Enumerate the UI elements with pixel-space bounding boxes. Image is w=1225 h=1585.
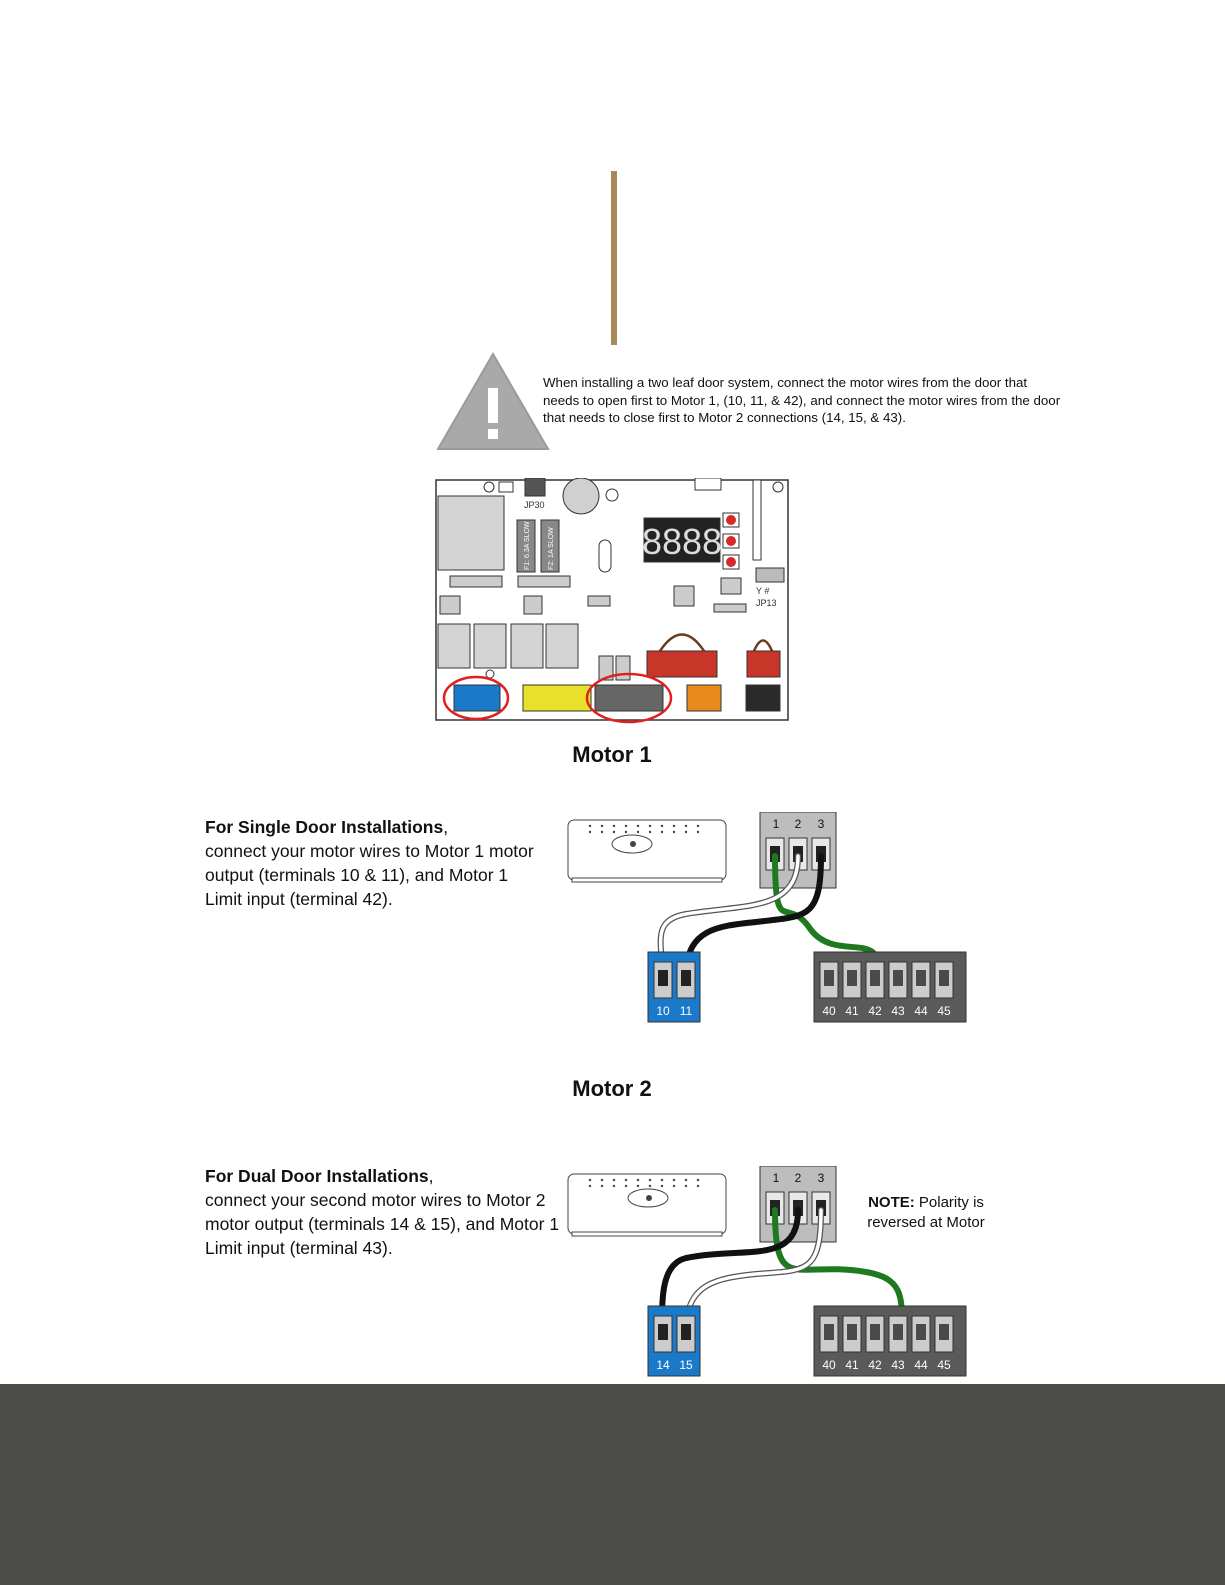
warning-icon: [436, 352, 550, 450]
m2-out-15: 15: [679, 1358, 693, 1372]
m1-limit-44: 44: [914, 1004, 928, 1018]
m2-limit-40: 40: [822, 1358, 836, 1372]
m1-term-3: 3: [818, 817, 825, 831]
note-label: NOTE:: [868, 1194, 915, 1211]
motor2-title: Motor 2: [572, 1076, 652, 1101]
warning-text: When installing a two leaf door system, …: [543, 375, 1061, 425]
jp30-label: JP30: [524, 500, 545, 510]
m1-out-10: 10: [656, 1004, 670, 1018]
m1-limit-41: 41: [845, 1004, 859, 1018]
m1-limit-43: 43: [891, 1004, 905, 1018]
footer-band: [0, 1384, 1225, 1585]
m1-limit-40: 40: [822, 1004, 836, 1018]
m2-limit-45: 45: [937, 1358, 951, 1372]
motor1-wiring-diagram: 1 2 3 10 11 40 41 42 43 44 45: [567, 812, 967, 1023]
polarity-note: NOTE: Polarity is reversed at Motor: [851, 1193, 1001, 1233]
m2-limit-41: 41: [845, 1358, 859, 1372]
jp13-label: JP13: [756, 598, 777, 608]
m2-term-2: 2: [795, 1171, 802, 1185]
accent-bar: [611, 171, 617, 345]
m2-limit-44: 44: [914, 1358, 928, 1372]
motor1-description: For Single Door Installations, connect y…: [205, 817, 534, 909]
m2-term-1: 1: [773, 1171, 780, 1185]
motor1-title: Motor 1: [572, 742, 652, 767]
motor1-heading: For Single Door Installations: [205, 817, 444, 837]
m2-out-14: 14: [656, 1358, 670, 1372]
motor2-wiring-diagram: 1 2 3 14 15 40 41 42 43 44 45: [567, 1166, 967, 1377]
highlight-blue-terminals: [442, 675, 510, 721]
m1-term-1: 1: [773, 817, 780, 831]
m1-limit-45: 45: [937, 1004, 951, 1018]
m2-limit-43: 43: [891, 1358, 905, 1372]
motor2-heading: For Dual Door Installations: [205, 1166, 429, 1186]
motor2-body: connect your second motor wires to Motor…: [205, 1190, 560, 1258]
seven-seg-display: 8888: [642, 521, 722, 562]
note-text: Polarity is reversed at Motor: [867, 1194, 985, 1231]
m1-limit-42: 42: [868, 1004, 882, 1018]
control-board-diagram: JP30 F1: 6.3A SLOW F2: 1A SLOW 8888 Y # …: [435, 478, 789, 724]
highlight-grey-terminals: [585, 672, 673, 724]
fuse1-label: F1: 6.3A SLOW: [524, 521, 531, 570]
m2-limit-42: 42: [868, 1358, 882, 1372]
m1-term-2: 2: [795, 817, 802, 831]
y-label: Y #: [756, 586, 769, 596]
m2-term-3: 3: [818, 1171, 825, 1185]
motor1-body: connect your motor wires to Motor 1 moto…: [205, 841, 534, 909]
motor2-description: For Dual Door Installations, connect you…: [205, 1166, 560, 1258]
m1-out-11: 11: [680, 1004, 693, 1018]
fuse2-label: F2: 1A SLOW: [548, 527, 555, 570]
